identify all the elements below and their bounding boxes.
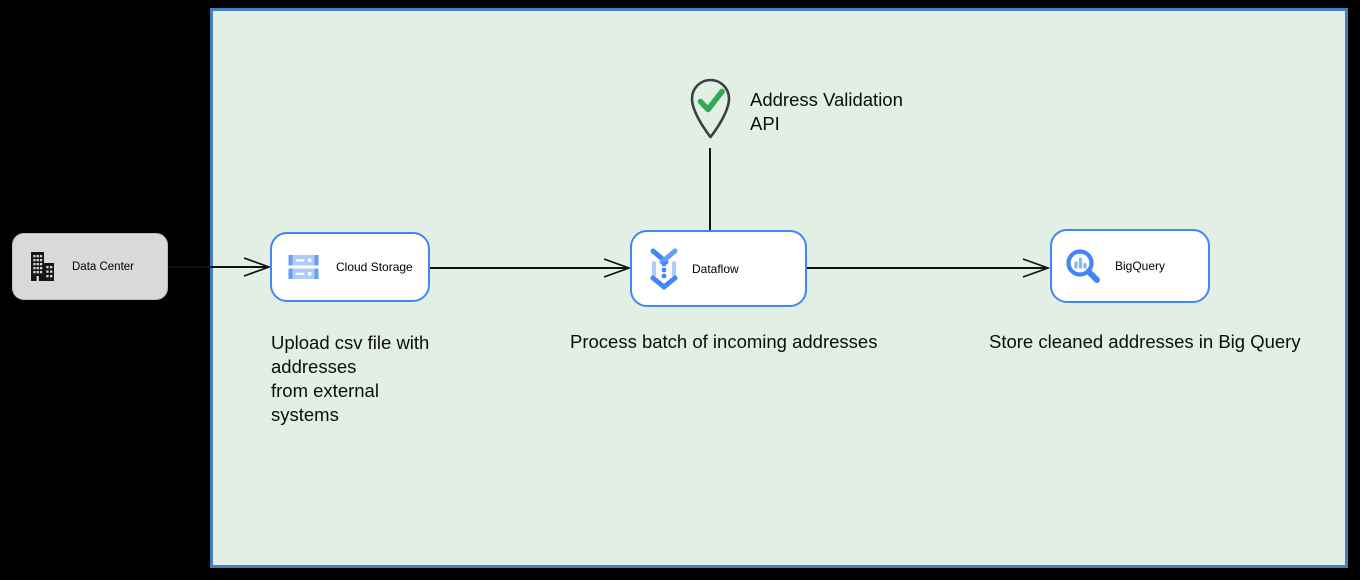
dataflow-label: Dataflow	[692, 261, 739, 276]
node-bigquery[interactable]: BigQuery	[1050, 229, 1210, 303]
bigquery-label: BigQuery	[1115, 259, 1166, 273]
cloud-storage-caption: Upload csv file with addresses from exte…	[271, 332, 430, 425]
bigquery-icon	[1065, 248, 1102, 285]
cloud-storage-icon	[288, 253, 319, 281]
data-center-building-icon	[29, 251, 56, 282]
dataflow-icon	[646, 248, 682, 290]
data-center-label: Data Center	[72, 260, 135, 273]
node-data-center[interactable]: Data Center	[12, 233, 168, 300]
node-cloud-storage[interactable]: Cloud Storage	[270, 232, 430, 302]
dataflow-caption: Process batch of incoming addresses	[570, 331, 878, 352]
node-dataflow[interactable]: Dataflow	[630, 230, 807, 307]
address-validation-pin-icon	[687, 76, 734, 145]
cloud-storage-label: Cloud Storage	[336, 260, 413, 274]
address-validation-api-label: Address Validation API	[750, 89, 903, 134]
bigquery-caption: Store cleaned addresses in Big Query	[989, 331, 1301, 352]
